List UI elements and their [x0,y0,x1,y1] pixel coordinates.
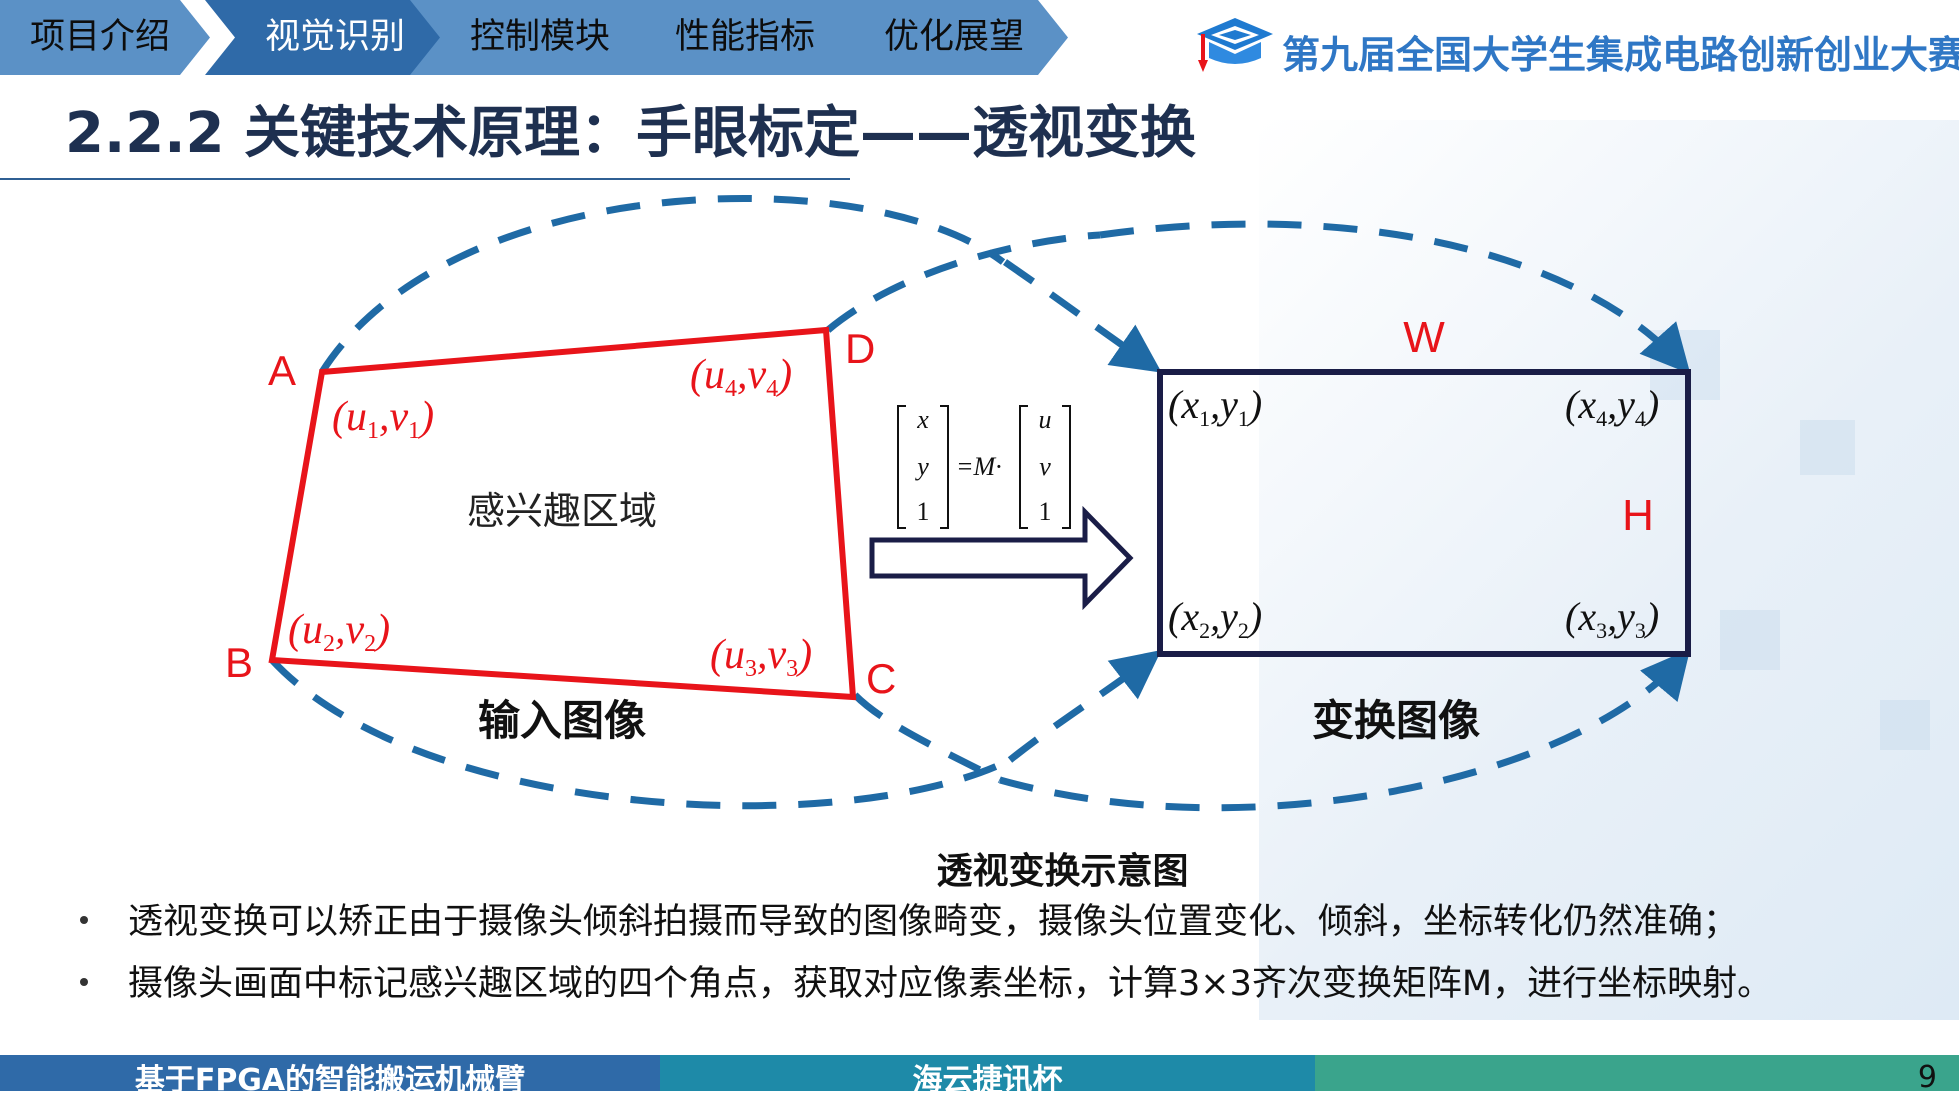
transform-arrow [869,505,1134,611]
input-coord-u4v4: (u4,v4) [690,352,792,402]
formula-operator: =M· [956,452,1002,481]
bullet-dot-icon [80,916,88,924]
nav-tab-project-intro[interactable]: 项目介绍 [0,0,210,75]
contest-name: 第九届全国大学生集成电路创新创业大赛 [1282,33,1959,77]
output-rectangle [1157,369,1691,657]
bullet-text: 透视变换可以矫正由于摄像头倾斜拍摄而导致的图像畸变，摄像头位置变化、倾斜，坐标转… [128,902,1739,942]
nav-tab-vision[interactable]: 视觉识别 [205,0,445,75]
output-coord-x2y2: (x2,y2) [1168,594,1262,643]
nav-tab-performance[interactable]: 性能指标 [615,0,855,75]
nav-tab-label: 控制模块 [469,17,610,57]
transform-formula: x y 1 =M· u v 1 [897,405,1071,529]
formula-rhs-u: u [1039,405,1052,434]
section-nav: 项目介绍 视觉识别 控制模块 性能指标 优化展望 [0,0,1070,75]
width-label: W [1403,313,1445,362]
nav-tab-label: 视觉识别 [264,17,405,57]
dashed-arc-top-d [825,231,1101,333]
background-square [1720,610,1780,670]
title-underline [0,178,850,180]
output-image-label: 变换图像 [1312,696,1480,745]
formula-lhs-y: y [914,452,929,481]
page-number: 9 [1917,1060,1937,1095]
corner-label-a: A [268,347,296,394]
region-of-interest-label: 感兴趣区域 [467,489,657,533]
bullet-list: 透视变换可以矫正由于摄像头倾斜拍摄而导致的图像畸变，摄像头位置变化、倾斜，坐标转… [80,898,1772,1022]
background-square [1800,420,1855,475]
input-coord-u3v3: (u3,v3) [710,632,812,682]
diagram-caption: 透视变换示意图 [936,851,1189,892]
nav-tab-control[interactable]: 控制模块 [410,0,650,75]
footer-right [1315,1055,1959,1091]
corner-label-c: C [866,655,896,702]
perspective-transform-diagram: A B C D (u1,v1) (u4,v4) (u2,v2) (u3,v3) … [225,195,1691,812]
output-coord-x4y4: (x4,y4) [1565,382,1659,431]
formula-rhs-v: v [1039,452,1051,481]
bullet-text: 摄像头画面中标记感兴趣区域的四个角点，获取对应像素坐标，计算3×3齐次变换矩阵M… [128,964,1773,1004]
footer-bar: 基于FPGA的智能搬运机械臂 海云捷讯杯 [0,1055,1959,1091]
output-coord-x1y1: (x1,y1) [1168,382,1262,431]
page-title: 2.2.2 关键技术原理：手眼标定——透视变换 [65,101,1196,166]
formula-lhs-1: 1 [917,497,930,526]
background-square [1880,700,1930,750]
input-image-label: 输入图像 [478,696,646,745]
footer-cup: 海云捷讯杯 [660,1055,1315,1091]
dashed-arc-from-c [852,692,1002,784]
formula-rhs-1: 1 [1039,497,1052,526]
dashed-arc-bottom-left [269,657,1012,810]
footer-project: 基于FPGA的智能搬运机械臂 [0,1055,660,1091]
input-quadrilateral [268,326,857,701]
bullet-item: 透视变换可以矫正由于摄像头倾斜拍摄而导致的图像畸变，摄像头位置变化、倾斜，坐标转… [80,898,1772,960]
nav-tab-label: 优化展望 [883,17,1024,57]
bullet-dot-icon [80,978,88,986]
height-label: H [1622,491,1654,540]
input-coord-u1v1: (u1,v1) [332,394,434,444]
footer-project-text: 基于FPGA的智能搬运机械臂 [134,1063,526,1091]
output-coord-x3y3: (x3,y3) [1565,594,1659,643]
corner-label-d: D [845,325,875,372]
dashed-arc-to-x4 [1099,220,1691,375]
nav-tab-outlook[interactable]: 优化展望 [820,0,1068,75]
footer-cup-text: 海云捷讯杯 [912,1063,1063,1091]
formula-lhs-x: x [916,405,929,434]
dashed-arc-to-x1 [1003,259,1162,373]
dashed-arc-to-x2 [1007,649,1162,763]
dashed-arc-to-x3 [999,648,1691,812]
corner-label-b: B [225,639,253,686]
input-coord-u2v2: (u2,v2) [288,607,390,657]
graduation-cap-logo [1197,18,1273,72]
nav-tab-label: 性能指标 [674,17,815,57]
bullet-item: 摄像头画面中标记感兴趣区域的四个角点，获取对应像素坐标，计算3×3齐次变换矩阵M… [80,960,1772,1022]
nav-tab-label: 项目介绍 [29,17,170,57]
